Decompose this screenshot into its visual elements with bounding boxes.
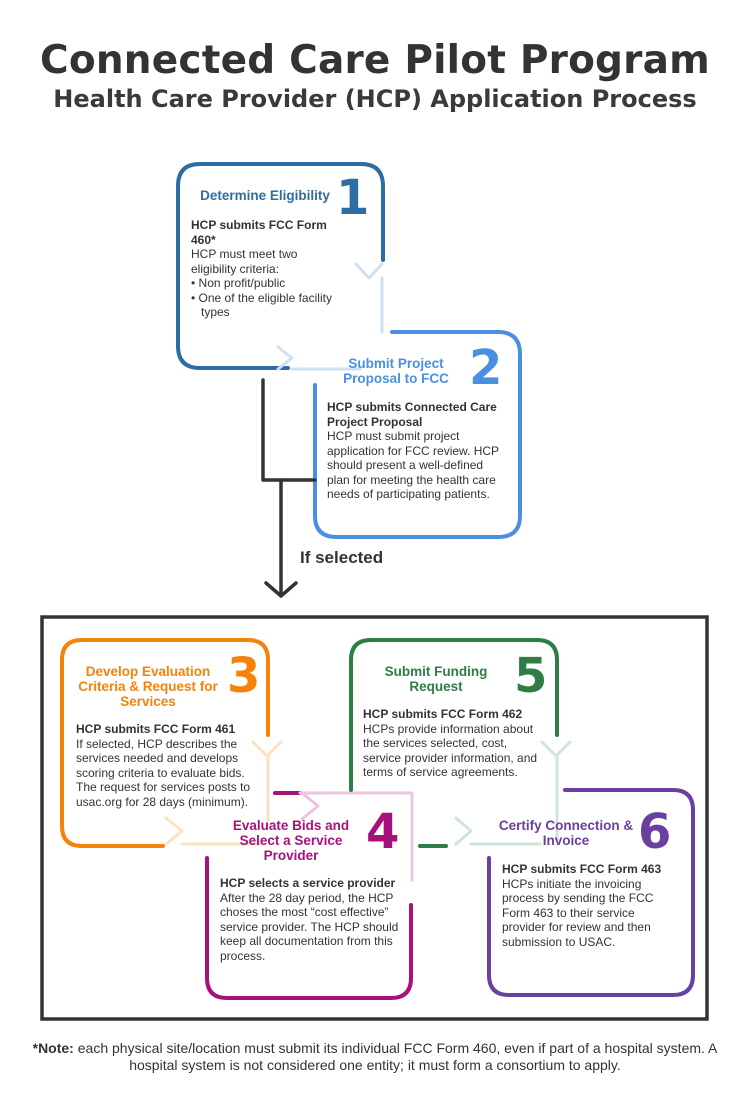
page-subtitle: Health Care Provider (HCP) Application P… — [53, 85, 697, 113]
page-title: Connected Care Pilot Program — [40, 38, 710, 83]
step-6-body: HCP submits FCC Form 463 HCPs initiate t… — [502, 862, 674, 949]
step-3-body: HCP submits FCC Form 461 If selected, HC… — [76, 722, 256, 809]
step-6-number: 6 — [638, 804, 672, 860]
step-2-heading: Submit Project Proposal to FCC — [343, 356, 449, 386]
step-1-bullet: • Non profit/public — [191, 276, 286, 290]
step-4-box — [205, 791, 414, 1000]
step-5-heading: Submit Funding Request — [384, 664, 488, 694]
step-4-text: After the 28 day period, the HCP choses … — [220, 890, 399, 963]
step-2-body: HCP submits Connected Care Project Propo… — [327, 400, 505, 502]
step-3-number: 3 — [227, 648, 261, 704]
footnote: *Note: each physical site/location must … — [30, 1040, 720, 1074]
step-3-heading: Develop Evaluation Criteria & Request fo… — [78, 664, 218, 709]
step-1-heading: Determine Eligibility — [200, 188, 330, 203]
step-5-body: HCP submits FCC Form 462 HCPs provide in… — [363, 707, 543, 780]
step-2-number: 2 — [469, 340, 503, 396]
step-4-lead: HCP selects a service provider — [220, 876, 396, 890]
step-6-box — [487, 788, 695, 997]
step-4-number: 4 — [366, 804, 400, 860]
step-2-box — [313, 330, 522, 539]
step-3-box — [60, 638, 283, 848]
step-4-heading: Evaluate Bids and Select a Service Provi… — [232, 818, 350, 863]
step-1-box — [176, 162, 385, 371]
step-1-bullets: • Non profit/public • One of the eligibl… — [191, 276, 341, 320]
step-5-text: HCPs provide information about the servi… — [363, 721, 538, 780]
selection-connector — [261, 378, 317, 598]
step-6-heading: Certify Connection & Invoice — [498, 818, 634, 848]
step-6-lead: HCP submits FCC Form 463 — [502, 862, 662, 876]
step-3-text: If selected, HCP describes the services … — [76, 736, 251, 809]
step-1-text: HCP must meet two eligibility criteria: — [191, 247, 298, 276]
step-1-bullet: • One of the eligible facility types — [191, 290, 332, 320]
pilot-frame — [40, 615, 709, 1021]
step-2-text: HCP must submit project application for … — [327, 429, 499, 501]
step-1-body: HCP submits FCC Form 460* HCP must meet … — [191, 218, 341, 320]
step-3-lead: HCP submits FCC Form 461 — [76, 722, 236, 736]
footnote-label: *Note: — [32, 1040, 74, 1056]
step-5-lead: HCP submits FCC Form 462 — [363, 707, 523, 721]
step-4-body: HCP selects a service provider After the… — [220, 876, 405, 963]
step-1-lead: HCP submits FCC Form 460* — [191, 218, 327, 247]
step-6-text: HCPs initiate the invoicing process by s… — [502, 876, 654, 949]
if-selected-label: If selected — [300, 548, 384, 567]
step-1-number: 1 — [336, 170, 370, 226]
footnote-text: each physical site/location must submit … — [73, 1040, 718, 1073]
step-5-number: 5 — [514, 648, 548, 704]
step-5-box — [349, 638, 572, 846]
step-2-lead: HCP submits Connected Care Project Propo… — [327, 400, 497, 429]
